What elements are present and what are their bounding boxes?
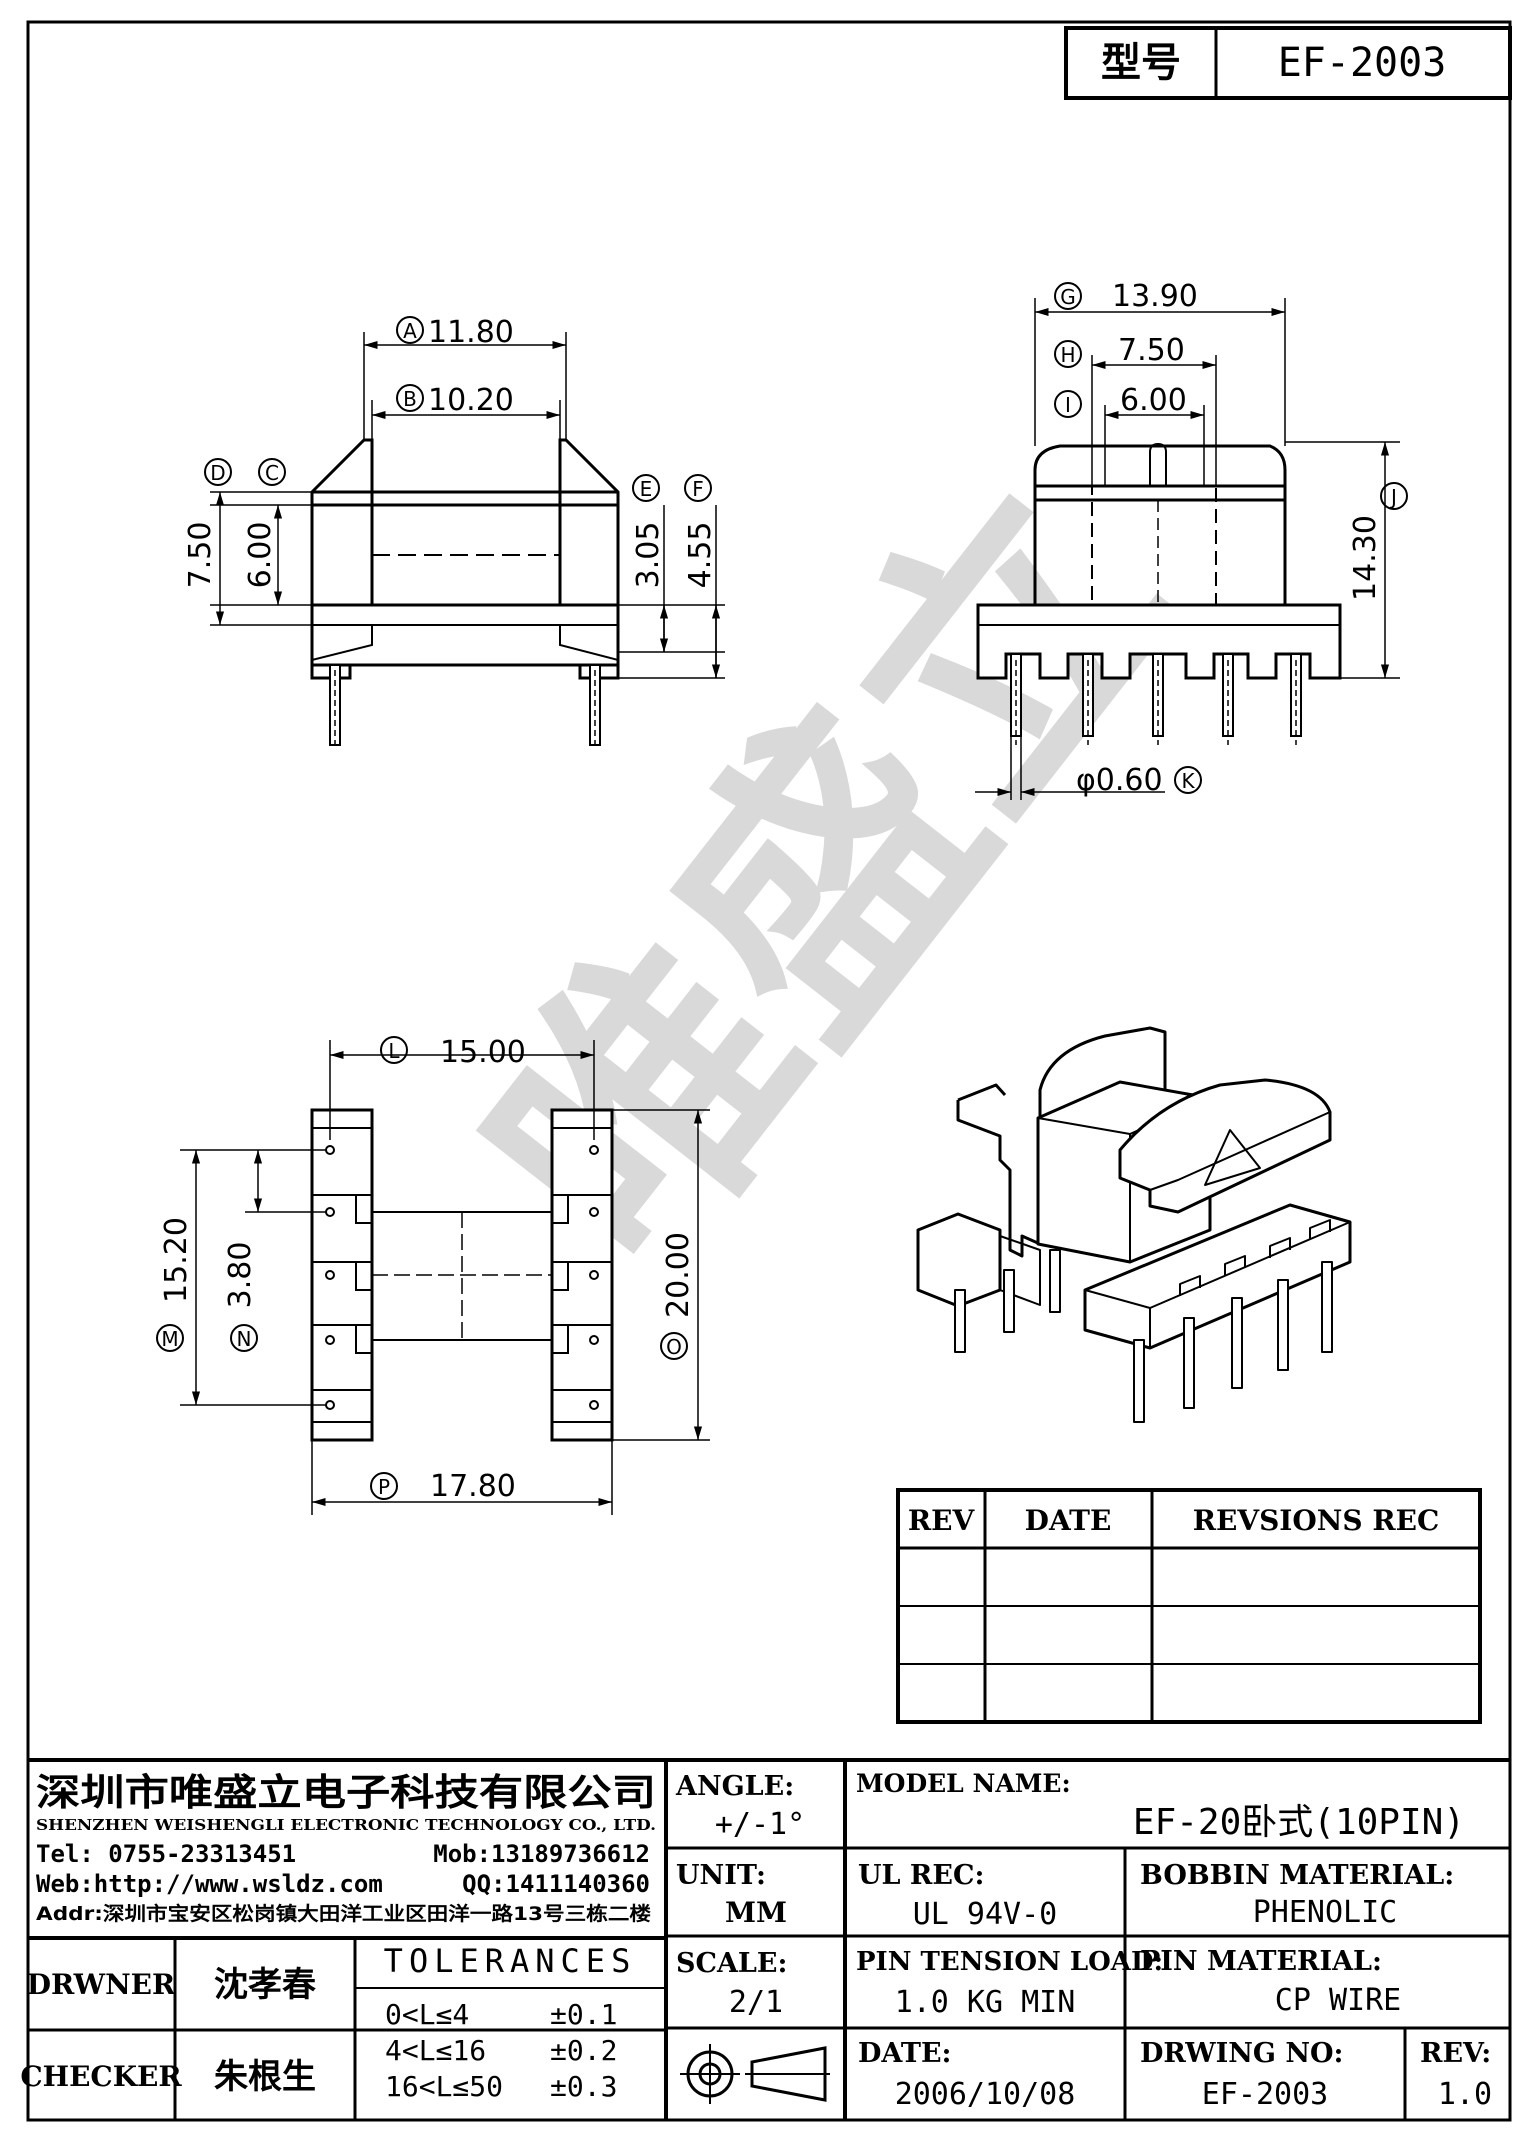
front-view-labels: G 13.90 H 7.50 I 6.00 J 14.30 φ0.60 K — [1054, 279, 1408, 798]
company-web: Web:http://www.wsldz.com — [36, 1870, 383, 1898]
dim-305: 3.05 — [631, 522, 666, 589]
company-name-en: SHENZHEN WEISHENGLI ELECTRONIC TECHNOLOG… — [36, 1816, 656, 1834]
company-qq: QQ:1411140360 — [462, 1870, 650, 1898]
dim-e-letter: E — [640, 477, 653, 501]
dim-p-value: 17.80 — [430, 1469, 516, 1504]
side-view — [210, 332, 725, 748]
dim-n-value: 3.80 — [223, 1242, 258, 1309]
tolerances-title: TOLERANCES — [384, 1942, 637, 1980]
drawing-no-value: EF-2003 — [1202, 2077, 1328, 2112]
bottom-view — [180, 1040, 710, 1515]
dim-k-value: φ0.60 — [1076, 763, 1163, 798]
dim-o-letter: O — [666, 1335, 682, 1359]
pin-material-label: PIN MATERIAL: — [1140, 1946, 1382, 1977]
rev-label: REV: — [1420, 2038, 1491, 2069]
dim-k-letter: K — [1181, 769, 1195, 793]
dim-p-letter: P — [378, 1475, 390, 1499]
dim-o-value: 20.00 — [661, 1232, 696, 1318]
dim-b-letter: B — [403, 387, 417, 411]
dim-l-letter: L — [388, 1039, 400, 1063]
dim-455: 4.55 — [683, 522, 718, 589]
checker-label: CHECKER — [20, 2060, 182, 2093]
isometric-view — [916, 1026, 1352, 1423]
dim-b-value: 10.20 — [428, 383, 514, 418]
tolerance-range-1: 0<L≤4 — [385, 1998, 469, 2031]
model-box: 型号 EF-2003 — [1064, 26, 1512, 100]
dim-m-letter: M — [161, 1327, 178, 1351]
rev-header-rev: REV — [908, 1504, 976, 1537]
dim-750-left: 7.50 — [183, 522, 218, 589]
dim-i-value: 6.00 — [1120, 383, 1187, 418]
dim-600-left: 6.00 — [243, 522, 278, 589]
dim-j-value: 14.30 — [1348, 515, 1383, 601]
bottom-view-labels: L 15.00 15.20 M 3.80 N 20.00 O P 17.80 — [156, 1035, 696, 1504]
drawing-no-label: DRWING NO: — [1140, 2038, 1344, 2069]
title-block — [28, 1758, 1510, 2120]
dim-g-letter: G — [1060, 285, 1076, 309]
model-label: 型号 — [1101, 40, 1181, 86]
tolerance-value-3: ±0.3 — [550, 2070, 617, 2103]
company-tel: Tel: 0755-23313451 — [36, 1840, 296, 1868]
dim-d-letter: D — [210, 461, 225, 485]
scale-value: 2/1 — [729, 1985, 783, 2020]
checker-name: 朱根生 — [214, 2057, 316, 2097]
dim-f-letter: F — [692, 477, 704, 501]
company-addr: Addr:深圳市宝安区松岗镇大田洋工业区田洋一路13号三栋二楼 — [36, 1902, 651, 1925]
pin-tension-label: PIN TENSION LOAD: — [856, 1947, 1163, 1977]
drawer-label: DRWNER — [27, 1968, 176, 2001]
model-name-value: EF-20卧式(10PIN) — [1133, 1802, 1465, 1843]
ul-rec-value: UL 94V-0 — [913, 1897, 1058, 1932]
company-name-cn: 深圳市唯盛立电子科技有限公司 — [36, 1771, 656, 1814]
dim-h-value: 7.50 — [1118, 333, 1185, 368]
unit-label: UNIT: — [676, 1860, 766, 1891]
dim-m-value: 15.20 — [159, 1217, 194, 1303]
date-value: 2006/10/08 — [895, 2077, 1076, 2112]
title-block-text: 深圳市唯盛立电子科技有限公司 SHENZHEN WEISHENGLI ELECT… — [20, 1769, 1492, 2112]
dim-g-value: 13.90 — [1112, 279, 1198, 314]
model-value: EF-2003 — [1278, 40, 1447, 86]
bobbin-material-label: BOBBIN MATERIAL: — [1140, 1860, 1454, 1891]
rev-value: 1.0 — [1438, 2077, 1492, 2112]
dim-j-letter: J — [1389, 485, 1397, 509]
dim-l-value: 15.00 — [440, 1035, 526, 1070]
ul-rec-label: UL REC: — [858, 1860, 984, 1891]
angle-value: +/-1° — [715, 1807, 805, 1842]
tolerance-value-2: ±0.2 — [550, 2034, 617, 2067]
dim-c-letter: C — [265, 461, 279, 485]
company-mob: Mob:13189736612 — [433, 1840, 650, 1868]
revision-table: REV DATE REVSIONS REC — [896, 1488, 1482, 1724]
scale-label: SCALE: — [676, 1948, 787, 1979]
side-view-labels: A 11.80 B 10.20 D C E F 7.50 6.00 3.05 4… — [183, 315, 718, 588]
dim-n-letter: N — [237, 1327, 252, 1351]
tolerance-range-2: 4<L≤16 — [385, 2034, 486, 2067]
tolerance-range-3: 16<L≤50 — [385, 2070, 503, 2103]
sheet-border — [26, 20, 1512, 2122]
front-view — [975, 298, 1400, 800]
dim-a-value: 11.80 — [428, 315, 514, 350]
dim-h-letter: H — [1060, 343, 1075, 367]
drawer-name: 沈孝春 — [214, 1965, 316, 2005]
model-name-label: MODEL NAME: — [856, 1769, 1071, 1798]
tolerance-value-1: ±0.1 — [550, 1998, 617, 2031]
dim-i-letter: I — [1065, 393, 1071, 417]
unit-value: MM — [725, 1896, 787, 1929]
bobbin-material-value: PHENOLIC — [1253, 1895, 1398, 1930]
rev-header-date: DATE — [1025, 1504, 1112, 1537]
pin-material-value: CP WIRE — [1275, 1983, 1401, 2018]
date-label: DATE: — [858, 2038, 952, 2069]
angle-label: ANGLE: — [675, 1771, 794, 1802]
pin-tension-value: 1.0 KG MIN — [895, 1985, 1076, 2020]
dim-a-letter: A — [403, 319, 417, 343]
rev-header-rec: REVSIONS REC — [1193, 1504, 1440, 1537]
